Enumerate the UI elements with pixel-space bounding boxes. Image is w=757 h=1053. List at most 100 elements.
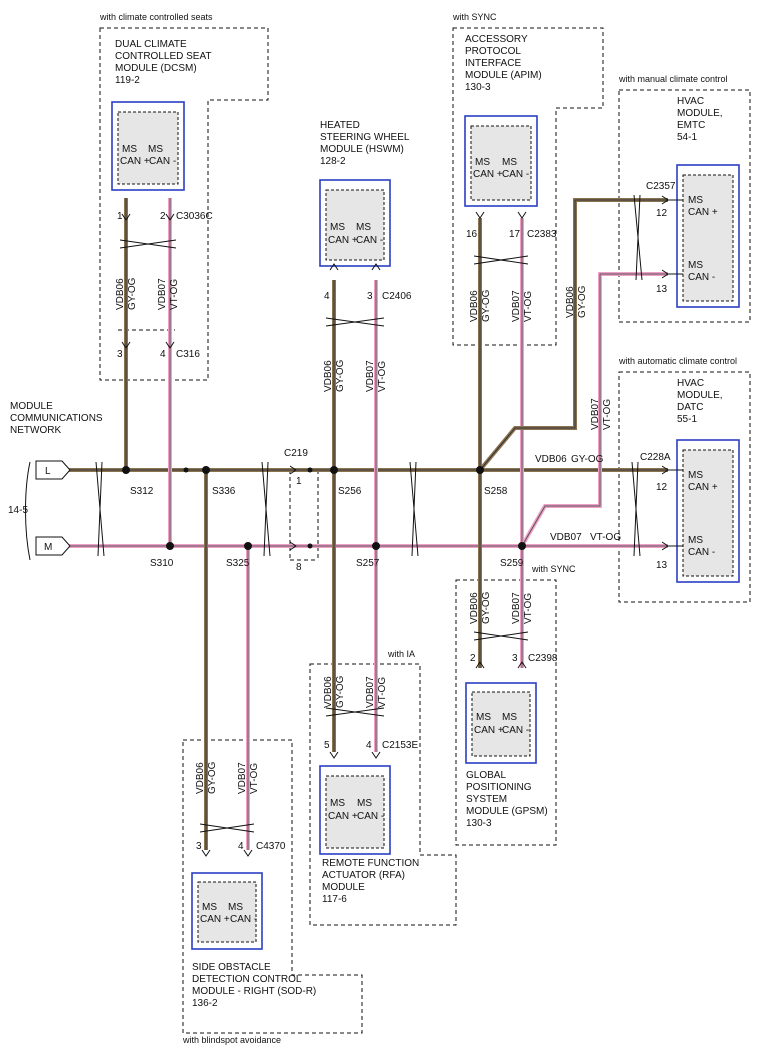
svg-text:CAN -: CAN - [502, 725, 529, 736]
svg-text:VT-OG: VT-OG [377, 677, 388, 708]
hvac-emtc-pin-13: 13 [656, 284, 668, 295]
svg-text:VDB07: VDB07 [237, 762, 248, 794]
svg-text:CAN +: CAN + [474, 725, 504, 736]
hswm-pin-4: 4 [324, 291, 330, 302]
svg-text:MODULE,: MODULE, [677, 108, 723, 119]
hvac-datc-enclosure [618, 371, 751, 603]
splice-s312: S312 [130, 486, 154, 497]
splice-s336: S336 [212, 486, 236, 497]
svg-text:GY-OG: GY-OG [335, 359, 346, 392]
apim-module-box: MS MS CAN + CAN - [464, 115, 538, 207]
splice-s256: S256 [338, 486, 362, 497]
apim-pin-17: 17 [509, 229, 521, 240]
svg-text:GY-OG: GY-OG [481, 289, 492, 322]
svg-text:CAN +: CAN + [328, 811, 358, 822]
svg-text:GY-OG: GY-OG [481, 591, 492, 624]
svg-text:MS: MS [688, 260, 703, 271]
apim-pin-16: 16 [466, 229, 478, 240]
svg-text:CAN +: CAN + [688, 207, 718, 218]
svg-text:GY-OG: GY-OG [335, 675, 346, 708]
hvac-datc-pin-13: 13 [656, 560, 668, 571]
svg-text:ACTUATOR (RFA): ACTUATOR (RFA) [322, 870, 405, 881]
splice-s325: S325 [226, 558, 250, 569]
svg-text:VT-OG: VT-OG [523, 291, 534, 322]
network-title: MODULE COMMUNICATIONS NETWORK [10, 401, 103, 436]
svg-text:GY-OG: GY-OG [207, 761, 218, 794]
svg-text:VDB06: VDB06 [535, 454, 567, 465]
rfa-wire-labels: VDB06 GY-OG VDB07 VT-OG [323, 675, 388, 708]
svg-text:VDB07: VDB07 [365, 676, 376, 708]
svg-text:MS: MS [475, 157, 490, 168]
svg-text:L: L [45, 466, 51, 477]
splice-s259: S259 [500, 558, 524, 569]
svg-text:MODULE (APIM): MODULE (APIM) [465, 70, 542, 81]
apim-condition: with SYNC [452, 12, 497, 22]
svg-text:VT-OG: VT-OG [249, 763, 260, 794]
svg-text:VT-OG: VT-OG [523, 593, 534, 624]
dcsm-wire-labels: VDB06 GY-OG VDB07 VT-OG [115, 277, 180, 310]
rfa-pin-4: 4 [366, 740, 372, 751]
network-ref: 14-5 [8, 505, 28, 516]
svg-text:VDB06: VDB06 [195, 762, 206, 794]
svg-text:MS: MS [148, 144, 163, 155]
svg-text:HVAC: HVAC [677, 96, 704, 107]
pin-arrows [121, 195, 669, 857]
svg-text:VDB06: VDB06 [115, 278, 126, 310]
svg-text:VDB07: VDB07 [511, 290, 522, 322]
gpsm-connector: C2398 [528, 653, 558, 664]
svg-text:54-1: 54-1 [677, 132, 697, 143]
svg-text:MODULE: MODULE [10, 401, 53, 412]
hswm-title: HEATED STEERING WHEEL MODULE (HSWM) 128-… [320, 120, 410, 167]
svg-text:VDB07: VDB07 [157, 278, 168, 310]
svg-text:VT-OG: VT-OG [169, 279, 180, 310]
svg-text:130-3: 130-3 [466, 818, 492, 829]
svg-text:VDB07: VDB07 [365, 360, 376, 392]
rfa-pin-5: 5 [324, 740, 330, 751]
sodr-pin-3: 3 [196, 841, 202, 852]
svg-text:55-1: 55-1 [677, 414, 697, 425]
svg-text:VT-OG: VT-OG [377, 361, 388, 392]
inline-pin-1: 1 [296, 476, 302, 487]
splice-s310: S310 [150, 558, 174, 569]
dcsm-pin-1: 1 [117, 211, 123, 222]
apim-title: ACCESSORY PROTOCOL INTERFACE MODULE (API… [465, 34, 542, 93]
svg-text:136-2: 136-2 [192, 998, 218, 1009]
rfa-title: REMOTE FUNCTION ACTUATOR (RFA) MODULE 11… [322, 858, 419, 905]
network-line-l-tag: L [35, 460, 71, 480]
sodr-module-box: MS MS CAN + CAN - [191, 872, 263, 950]
svg-text:CAN +: CAN + [688, 482, 718, 493]
svg-text:CAN +: CAN + [200, 914, 230, 925]
gpsm-pin-3: 3 [512, 653, 518, 664]
rfa-condition: with IA [387, 649, 415, 659]
svg-text:MS: MS [688, 195, 703, 206]
svg-text:MS: MS [122, 144, 137, 155]
svg-text:GY-OG: GY-OG [577, 285, 588, 318]
svg-text:STEERING WHEEL: STEERING WHEEL [320, 132, 410, 143]
svg-text:VDB07: VDB07 [590, 398, 601, 430]
sodr-pin-4: 4 [238, 841, 244, 852]
svg-text:VDB06: VDB06 [323, 360, 334, 392]
svg-text:HEATED: HEATED [320, 120, 360, 131]
svg-text:117-6: 117-6 [322, 894, 347, 905]
svg-text:VDB06: VDB06 [565, 286, 576, 318]
emtc-route-labels: VDB06 GY-OG VDB07 VT-OG [565, 285, 613, 430]
hvac-emtc-pin-12: 12 [656, 208, 668, 219]
svg-text:MS: MS [502, 157, 517, 168]
svg-text:MS: MS [330, 798, 345, 809]
hvac-datc-condition: with automatic climate control [618, 356, 737, 366]
svg-text:128-2: 128-2 [320, 156, 346, 167]
svg-text:MODULE - RIGHT (SOD-R): MODULE - RIGHT (SOD-R) [192, 986, 316, 997]
apim-connector: C2383 [527, 229, 557, 240]
hswm-wire-labels: VDB06 GY-OG VDB07 VT-OG [323, 359, 388, 392]
svg-text:INTERFACE: INTERFACE [465, 58, 521, 69]
hvac-datc-connector: C228A [640, 452, 671, 463]
svg-text:CAN -: CAN - [502, 169, 529, 180]
sodr-condition: with blindspot avoidance [182, 1035, 281, 1045]
svg-text:DUAL CLIMATE: DUAL CLIMATE [115, 39, 187, 50]
dcsm-enclosure [99, 27, 269, 381]
rfa-connector: C2153E [382, 740, 418, 751]
svg-text:MS: MS [357, 798, 372, 809]
svg-text:CAN +: CAN + [120, 156, 150, 167]
gpsm-wire-labels: VDB06 GY-OG VDB07 VT-OG [469, 591, 534, 624]
svg-text:CAN +: CAN + [473, 169, 503, 180]
